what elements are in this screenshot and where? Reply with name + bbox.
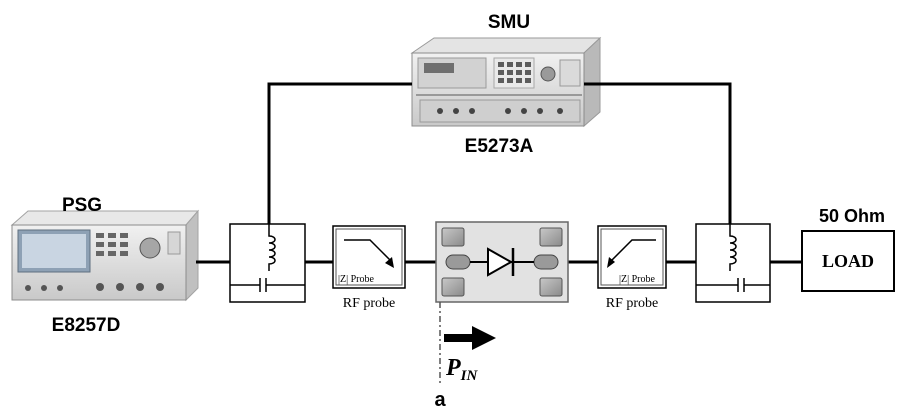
- dut-diode-block: [435, 221, 569, 303]
- rf-probe-left-inner-label: |Z| Probe: [338, 274, 375, 285]
- load-box: [801, 230, 895, 292]
- psg-model-label: E8257D: [52, 315, 121, 336]
- load-title: 50 Ohm: [819, 206, 885, 226]
- load-label: LOAD: [822, 251, 874, 271]
- rf-probe-right-inner-label: |Z| Probe: [619, 274, 656, 285]
- smu-instrument: [410, 36, 602, 128]
- power-in-symbol: P: [445, 355, 461, 381]
- rf-probe-right: [597, 225, 667, 289]
- rf-probe-right-caption: RF probe: [606, 296, 659, 311]
- smu-model-label: E5273A: [465, 136, 534, 157]
- power-in-arrow: [444, 326, 496, 350]
- psg-title: PSG: [62, 195, 102, 216]
- power-in-subscript: IN: [460, 368, 479, 384]
- reference-plane-label: a: [434, 389, 446, 410]
- rf-probe-left: [332, 225, 406, 289]
- rf-probe-left-caption: RF probe: [343, 296, 396, 311]
- bias-tee-left: [229, 223, 306, 303]
- bias-tee-right: [695, 223, 771, 303]
- power-in-label: PIN: [445, 355, 479, 384]
- wire-smu-to-biastee-right: [584, 82, 732, 224]
- signal-wires: [196, 82, 802, 264]
- smu-title: SMU: [488, 12, 530, 33]
- wire-smu-to-biastee-left: [267, 82, 412, 224]
- psg-instrument: [10, 209, 200, 302]
